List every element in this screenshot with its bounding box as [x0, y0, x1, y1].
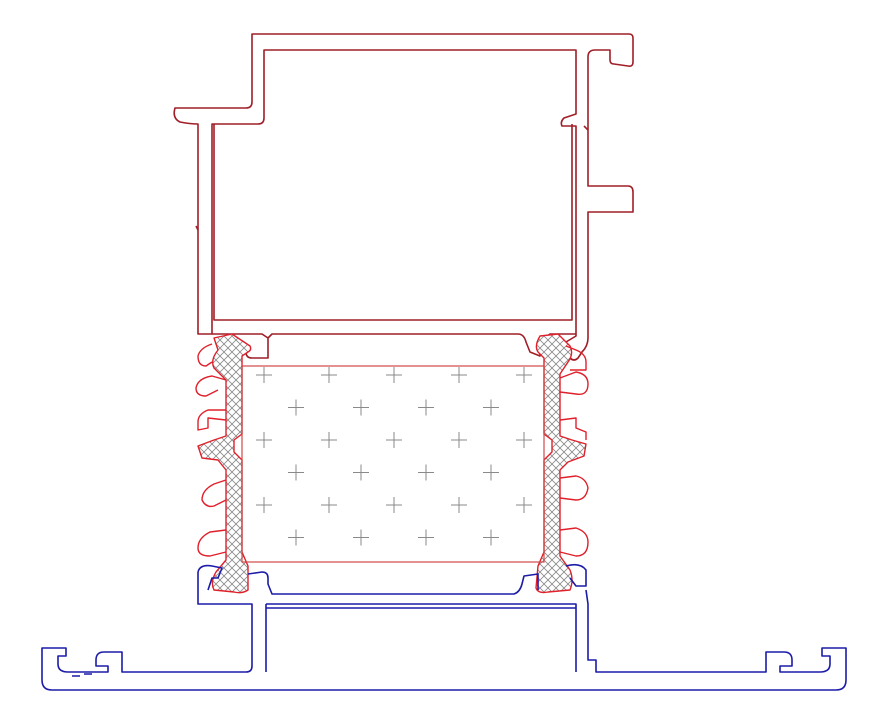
thermal-break-left — [197, 333, 252, 594]
insulation-cross-mark — [256, 432, 272, 448]
insulation-cross-mark — [386, 497, 402, 513]
insulation-cross-mark — [483, 464, 499, 481]
lower-profile-top-web — [197, 563, 587, 595]
insulation-block — [241, 365, 545, 563]
insulation-outline — [241, 365, 545, 563]
insulation-cross-mark — [451, 367, 467, 383]
insulation-cross-mark — [321, 497, 337, 513]
insulation-cross-mark — [256, 367, 272, 383]
profile-lugs — [195, 343, 589, 557]
lug-right-lower — [559, 475, 589, 501]
insulation-mark-grid — [256, 367, 532, 546]
lower-aluminium-profile — [41, 563, 847, 691]
upper-profile-left-notch — [195, 225, 199, 231]
insulation-cross-mark — [386, 367, 402, 383]
upper-profile-lower-web — [212, 333, 576, 359]
insulation-cross-mark — [386, 432, 402, 448]
lower-profile-left-flange — [72, 673, 92, 677]
insulation-cross-mark — [353, 399, 369, 416]
insulation-cross-mark — [418, 399, 434, 416]
insulation-cross-mark — [353, 529, 369, 546]
lower-profile-inner-chamber — [265, 603, 577, 672]
insulation-cross-mark — [516, 497, 532, 513]
insulation-cross-mark — [288, 399, 304, 416]
insulation-cross-mark — [321, 432, 337, 448]
insulation-cross-mark — [516, 367, 532, 383]
lug-left-bottom — [197, 529, 227, 557]
insulation-cross-mark — [451, 497, 467, 513]
thermal-break-right — [535, 333, 587, 594]
insulation-cross-mark — [321, 367, 337, 383]
insulation-cross-mark — [516, 432, 532, 448]
lug-left-mid — [195, 375, 227, 397]
thermal-break-strips — [197, 333, 587, 594]
insulation-cross-mark — [256, 497, 272, 513]
insulation-cross-mark — [418, 464, 434, 481]
insulation-cross-mark — [288, 464, 304, 481]
insulation-cross-mark — [288, 529, 304, 546]
lug-right-mid — [559, 371, 589, 395]
lug-left-lower — [201, 479, 227, 508]
lug-right-bottom — [559, 527, 589, 557]
upper-aluminium-profile — [173, 33, 634, 361]
insulation-cross-mark — [418, 529, 434, 546]
lug-left-lugs — [197, 409, 227, 431]
insulation-cross-mark — [483, 399, 499, 416]
insulation-cross-mark — [483, 529, 499, 546]
lower-profile-outer-contour — [41, 572, 847, 691]
lug-right-upper — [565, 345, 587, 371]
lug-left-upper — [197, 343, 213, 367]
lug-right-lugs — [559, 417, 587, 440]
upper-profile-inner-chamber — [213, 124, 573, 321]
upper-profile-right-notch — [583, 125, 589, 131]
upper-profile-outer-contour — [173, 33, 634, 361]
insulation-cross-mark — [451, 432, 467, 448]
insulation-cross-mark — [353, 464, 369, 481]
